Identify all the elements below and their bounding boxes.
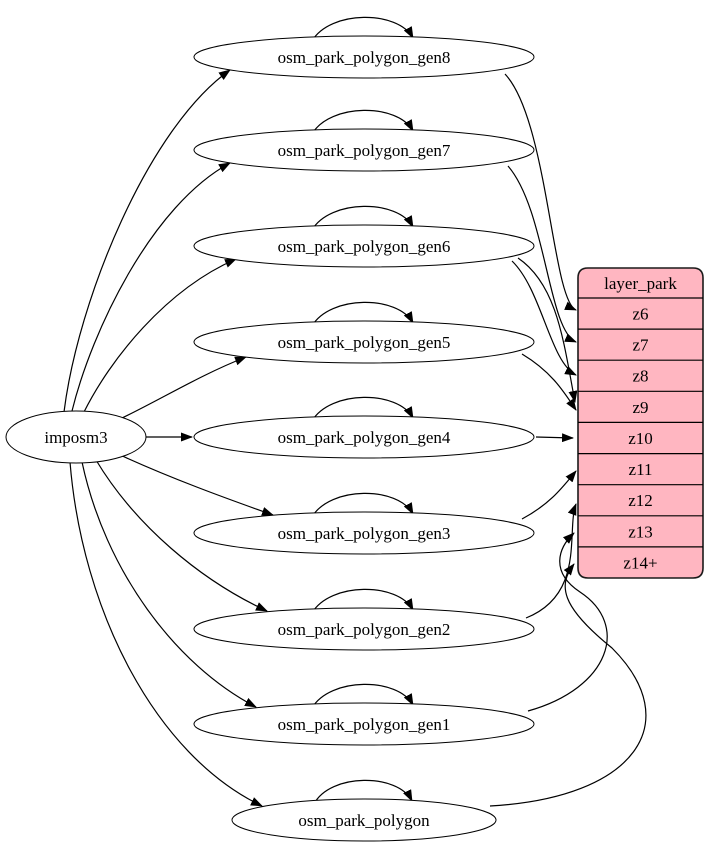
gen6-label: osm_park_polygon_gen6 — [278, 237, 451, 256]
edge-imposm3-polygon — [69, 461, 263, 807]
gen1-label: osm_park_polygon_gen1 — [278, 715, 451, 734]
edge-gen2-z12 — [525, 503, 577, 619]
node-osm_park_polygon_gen8: osm_park_polygon_gen8 — [193, 35, 535, 79]
edge-gen5-z9 — [521, 353, 577, 411]
row-z12: z12 — [628, 491, 653, 510]
node-imposm3: imposm3 — [5, 410, 147, 464]
polygon-ellipse — [231, 798, 497, 842]
edges-imposm3-fan — [63, 69, 274, 807]
layer-park-table: layer_park z6 z7 z8 z9 z10 z11 z12 z13 z… — [577, 267, 704, 579]
loop-polygon — [313, 779, 413, 805]
node-osm_park_polygon_gen6: osm_park_polygon_gen6 — [193, 224, 535, 268]
imposm3-label: imposm3 — [44, 428, 107, 447]
gen3-ellipse — [193, 511, 535, 555]
node-osm_park_polygon_gen7: osm_park_polygon_gen7 — [193, 128, 535, 172]
edge-gen6-z9 — [517, 257, 578, 403]
gen8-label: osm_park_polygon_gen8 — [278, 48, 451, 67]
node-osm_park_polygon_gen1: osm_park_polygon_gen1 — [193, 702, 535, 746]
node-osm_park_polygon: osm_park_polygon — [231, 798, 497, 842]
edge-gen6-z8 — [511, 260, 577, 376]
loop-gen3 — [311, 492, 414, 518]
node-osm_park_polygon_gen2: osm_park_polygon_gen2 — [193, 607, 535, 651]
loop-gen7 — [311, 109, 414, 135]
loop-gen6 — [311, 205, 414, 231]
gen2-ellipse — [193, 607, 535, 651]
edges-to-layer-table — [489, 73, 647, 807]
polygon-label: osm_park_polygon — [298, 811, 430, 830]
gen5-ellipse — [193, 320, 535, 364]
gen4-ellipse — [193, 415, 535, 459]
loop-gen4 — [311, 396, 414, 422]
imposm3-ellipse — [5, 410, 147, 464]
edge-imposm3-gen5 — [117, 356, 247, 421]
edge-imposm3-gen1 — [81, 461, 257, 708]
loop-gen2 — [311, 588, 414, 614]
row-z6: z6 — [632, 305, 648, 324]
gen5-label: osm_park_polygon_gen5 — [278, 333, 451, 352]
gen6-ellipse — [193, 224, 535, 268]
loop-gen5 — [311, 301, 414, 327]
gen3-label: osm_park_polygon_gen3 — [278, 524, 451, 543]
loop-gen8 — [311, 16, 414, 42]
layer-park-header: layer_park — [604, 274, 677, 293]
loop-gen1 — [311, 683, 414, 709]
edge-gen7-z7 — [507, 165, 577, 343]
row-z9: z9 — [632, 398, 648, 417]
edge-gen8-z6 — [504, 73, 577, 311]
row-z11: z11 — [629, 460, 653, 479]
edge-imposm3-gen7 — [71, 162, 231, 412]
edge-imposm3-gen2 — [95, 459, 268, 612]
gen4-label: osm_park_polygon_gen4 — [278, 428, 451, 447]
row-z8: z8 — [632, 367, 648, 386]
edge-gen4-z10 — [535, 433, 574, 443]
node-osm_park_polygon_gen5: osm_park_polygon_gen5 — [193, 320, 535, 364]
gen7-ellipse — [193, 128, 535, 172]
row-z7: z7 — [632, 336, 649, 355]
gen2-label: osm_park_polygon_gen2 — [278, 620, 451, 639]
edge-imposm3-gen3 — [117, 453, 274, 516]
row-z14plus: z14+ — [623, 553, 657, 572]
edge-gen3-z11 — [521, 470, 577, 520]
gen7-label: osm_park_polygon_gen7 — [278, 141, 451, 160]
row-z13: z13 — [628, 522, 653, 541]
gen8-ellipse — [193, 35, 535, 79]
edge-gen1-z13 — [527, 532, 608, 712]
node-osm_park_polygon_gen3: osm_park_polygon_gen3 — [193, 511, 535, 555]
edges-self-loops — [311, 16, 414, 805]
edge-imposm3-gen8 — [63, 69, 231, 413]
edge-imposm3-gen6 — [83, 258, 237, 413]
row-z10: z10 — [628, 429, 653, 448]
gen1-ellipse — [193, 702, 535, 746]
node-osm_park_polygon_gen4: osm_park_polygon_gen4 — [193, 415, 535, 459]
edge-polygon-z14 — [489, 563, 647, 807]
